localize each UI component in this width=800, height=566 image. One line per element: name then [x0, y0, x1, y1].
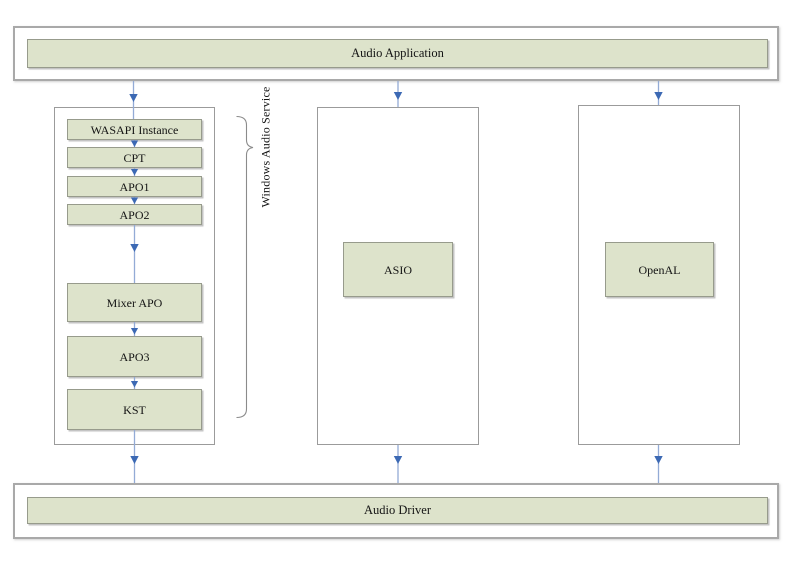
node-apo3: APO3: [67, 336, 202, 377]
node-apo2-label: APO2: [119, 207, 150, 222]
node-apo2: APO2: [67, 204, 202, 225]
node-apo3-label: APO3: [119, 349, 150, 364]
arrow-openal-to-driver: [654, 445, 663, 483]
node-kst-label: KST: [123, 402, 146, 417]
arrow-asio-to-driver: [393, 445, 403, 483]
node-cpt: CPT: [67, 147, 202, 168]
node-openal: OpenAL: [605, 242, 714, 297]
node-wasapi-instance: WASAPI Instance: [67, 119, 202, 140]
node-asio-label: ASIO: [383, 262, 412, 277]
audio-application-label: Audio Application: [351, 46, 444, 61]
audio-driver-node: Audio Driver: [27, 497, 768, 524]
node-wasapi-instance-label: WASAPI Instance: [90, 122, 179, 137]
node-asio: ASIO: [343, 242, 453, 297]
audio-driver-label: Audio Driver: [364, 503, 431, 518]
windows-audio-service-brace-label: Windows Audio Service: [258, 86, 273, 208]
node-cpt-label: CPT: [123, 150, 146, 165]
arrow-app-to-asio: [393, 81, 403, 107]
arrow-app-to-openal: [654, 81, 663, 105]
audio-application-node: Audio Application: [27, 39, 768, 68]
node-kst: KST: [67, 389, 202, 430]
node-mixer-apo: Mixer APO: [67, 283, 202, 322]
node-mixer-apo-label: Mixer APO: [106, 295, 163, 310]
node-apo1: APO1: [67, 176, 202, 197]
node-openal-label: OpenAL: [638, 262, 681, 277]
node-apo1-label: APO1: [119, 179, 150, 194]
brace-icon: [236, 115, 254, 419]
